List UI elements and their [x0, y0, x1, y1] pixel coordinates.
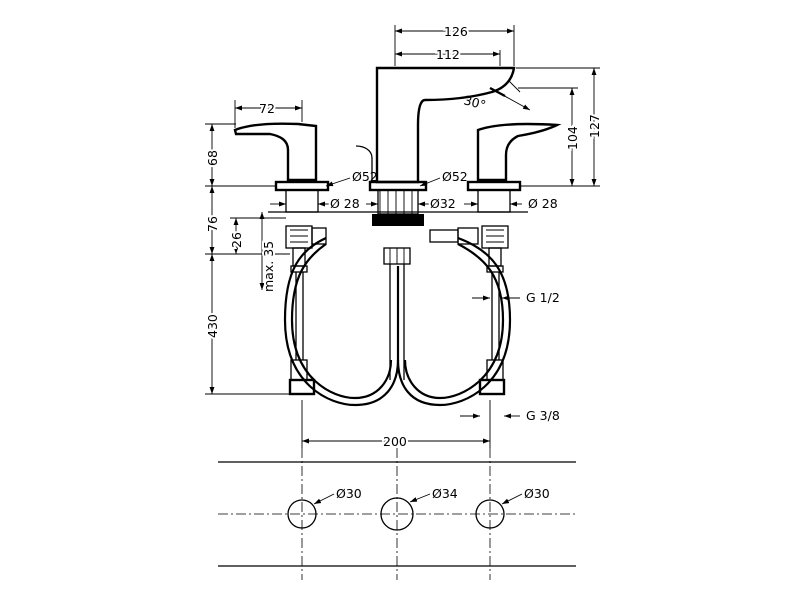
right-handle: [476, 122, 562, 182]
left-flex-hose: [283, 237, 400, 407]
left-base-collar: [285, 189, 319, 213]
dim-dia28-right: Ø 28: [528, 196, 558, 211]
faucet-assembly: [233, 66, 562, 407]
left-elbow: [311, 227, 327, 245]
tee-connector: [429, 229, 459, 243]
left-valve-nut: [285, 225, 313, 249]
left-handle: [233, 122, 318, 182]
right-base-collar: [477, 189, 511, 213]
dim-104: 104: [565, 126, 580, 150]
hole-right: [475, 499, 505, 529]
center-base-flange: [368, 180, 428, 192]
dim-126: 126: [444, 24, 468, 39]
dim-76: 76: [205, 216, 220, 232]
dim-g38: G 3/8: [526, 408, 560, 423]
hole-center: [380, 497, 414, 531]
left-base-flange: [274, 180, 330, 192]
hole-right-label: Ø30: [524, 486, 550, 501]
dim-112: 112: [436, 47, 460, 62]
popup-lever: [355, 145, 373, 182]
center-shank-nut: [372, 214, 424, 226]
right-base-flange: [466, 180, 522, 192]
mounting-hole-layout: Ø30 Ø34 Ø30: [218, 448, 576, 580]
right-flex-hose: [396, 236, 512, 407]
left-hose-nut: [288, 378, 316, 396]
right-valve-nut: [481, 225, 509, 249]
left-supply-pipe: [292, 247, 306, 267]
hole-left: [287, 499, 317, 529]
hole-left-label: Ø30: [336, 486, 362, 501]
dim-72: 72: [259, 101, 275, 116]
dim-max-35: max. 35: [261, 241, 276, 292]
dim-430: 430: [205, 314, 220, 338]
dimension-labels: 126 112 72 30° 104 127 68 76 26 max. 35 …: [203, 22, 604, 451]
dim-127: 127: [587, 114, 602, 138]
dim-dia52-center: Ø52: [442, 169, 468, 184]
dim-200: 200: [383, 434, 407, 449]
dim-68: 68: [205, 150, 220, 166]
spout-body: [375, 66, 516, 184]
dim-dia52-left: Ø52: [352, 169, 378, 184]
dim-26: 26: [229, 232, 244, 248]
dim-dia28-left: Ø 28: [330, 196, 360, 211]
dim-dia32: Ø32: [430, 196, 456, 211]
dim-30-deg: 30°: [462, 92, 487, 112]
dim-g12: G 1/2: [526, 290, 560, 305]
dimension-lines: [205, 25, 600, 448]
center-shank-threads: [379, 190, 413, 214]
hole-center-label: Ø34: [432, 486, 458, 501]
